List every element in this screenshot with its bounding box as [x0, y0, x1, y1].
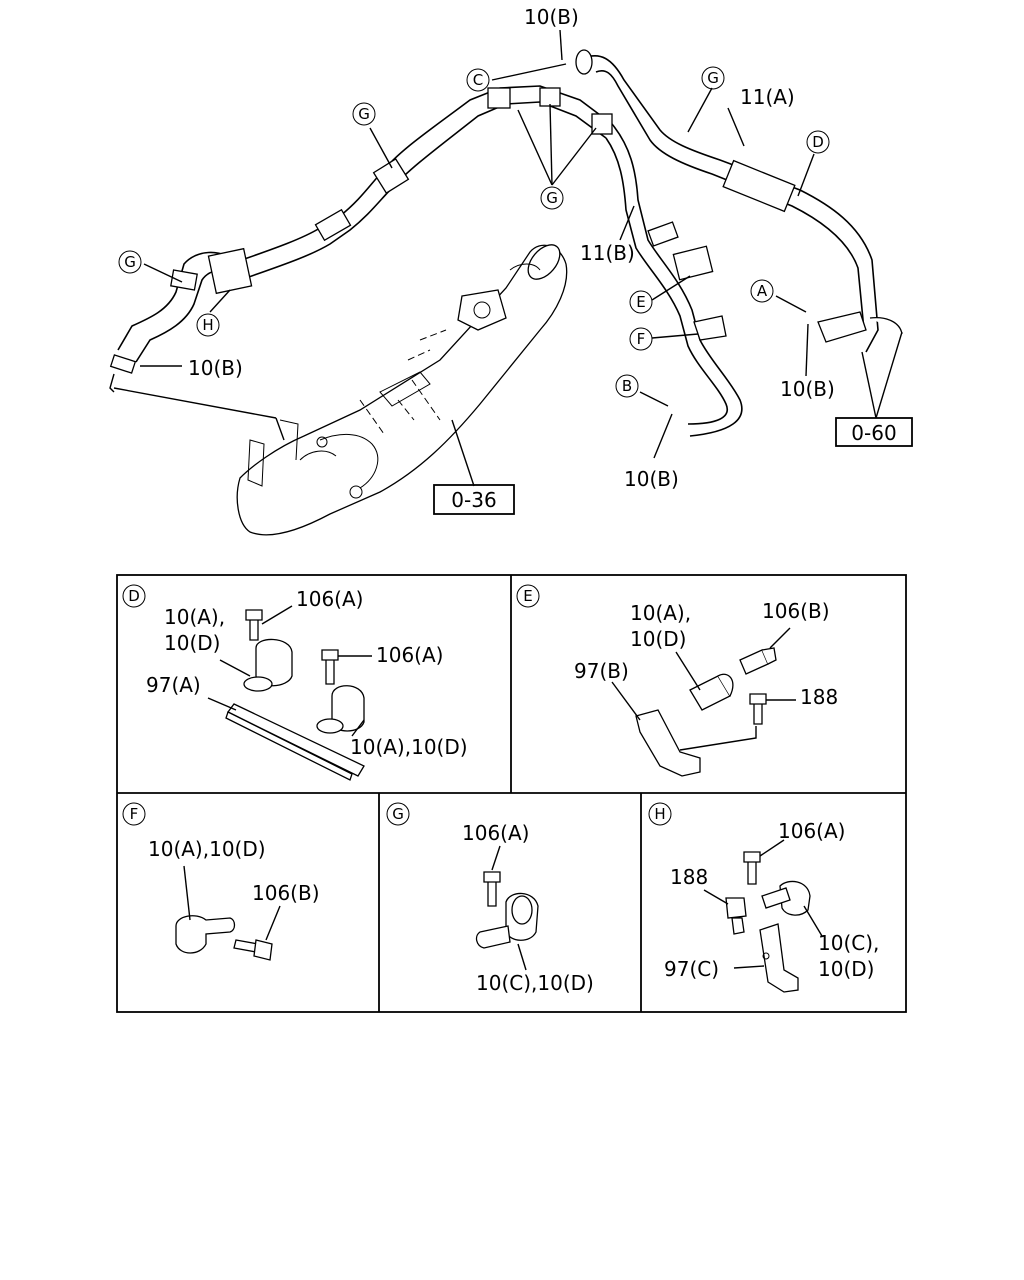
label-10b-left: 10(B): [188, 356, 243, 380]
panel-h-key: H: [654, 805, 665, 823]
label-10b-right: 10(B): [780, 377, 835, 401]
callout-g-center: G: [546, 189, 558, 207]
main-callouts: [118, 66, 830, 398]
panel-d-label-10d: 10(D): [164, 631, 220, 655]
callout-a: A: [757, 282, 768, 300]
panel-e-label-106b: 106(B): [762, 599, 830, 623]
label-10b-top: 10(B): [524, 5, 579, 29]
main-leaders: [109, 29, 903, 487]
panel-e-label-10a: 10(A),: [630, 601, 691, 625]
callout-d: D: [812, 133, 824, 151]
upper-pipe: [235, 85, 613, 279]
ref-0-60: 0-60: [851, 421, 896, 445]
panel-g-label-106a: 106(A): [462, 821, 529, 845]
panel-d: D 10(A), 10(D) 106(A) 106(A) 97(A) 10(A)…: [122, 584, 468, 781]
left-hose: [109, 247, 253, 374]
callout-f: F: [637, 330, 646, 348]
panel-e: E 10(A), 10(D) 106(B) 97(B) 188: [516, 584, 838, 777]
detail-grid: [116, 574, 907, 1013]
callout-g-left: G: [358, 105, 370, 123]
panel-e-label-10d: 10(D): [630, 627, 686, 651]
panel-f-key: F: [130, 805, 139, 823]
panel-h-label-188: 188: [670, 865, 708, 889]
panel-h-label-10c: 10(C),: [818, 931, 879, 955]
callout-g-far-left: G: [124, 253, 136, 271]
hose-11a: [575, 49, 903, 353]
panel-h-label-10d: 10(D): [818, 957, 874, 981]
panel-h: H 106(A) 188 10(C), 10(D) 97(C): [648, 802, 879, 993]
callout-h: H: [202, 316, 213, 334]
panel-d-label-106a-mid: 106(A): [376, 643, 443, 667]
panel-e-key: E: [523, 587, 532, 605]
panel-d-label-10a: 10(A),: [164, 605, 225, 629]
panel-d-label-97a: 97(A): [146, 673, 201, 697]
panel-h-label-106a: 106(A): [778, 819, 845, 843]
intake-assembly: [236, 244, 568, 536]
callout-c: C: [473, 71, 483, 89]
panel-g-label-10c-10d: 10(C),10(D): [476, 971, 594, 995]
panel-e-label-97b: 97(B): [574, 659, 629, 683]
panel-f-label-106b: 106(B): [252, 881, 320, 905]
ref-0-36: 0-36: [451, 488, 496, 512]
ref-box-0-60: [835, 417, 913, 447]
label-11a: 11(A): [740, 85, 795, 109]
panel-f: F 10(A),10(D) 106(B): [122, 802, 320, 961]
panel-g: G 106(A) 10(C),10(D): [386, 802, 594, 995]
label-10b-bottom: 10(B): [624, 467, 679, 491]
panel-g-key: G: [392, 805, 404, 823]
callout-g-top: G: [707, 69, 719, 87]
hose-11b: [605, 123, 743, 437]
label-11b: 11(B): [580, 241, 635, 265]
panel-d-label-clamp: 10(A),10(D): [350, 735, 468, 759]
callout-b: B: [622, 377, 632, 395]
panel-e-label-188: 188: [800, 685, 838, 709]
panel-d-label-106a-top: 106(A): [296, 587, 363, 611]
panel-d-key: D: [128, 587, 140, 605]
main-exploded-view: C G D G G G H E F A B 10(B) 11(A) 11(B) …: [109, 5, 913, 536]
panel-h-label-97c: 97(C): [664, 957, 719, 981]
callout-e: E: [636, 293, 645, 311]
ref-box-0-36: [433, 484, 515, 515]
panel-f-label-10a-10d: 10(A),10(D): [148, 837, 266, 861]
